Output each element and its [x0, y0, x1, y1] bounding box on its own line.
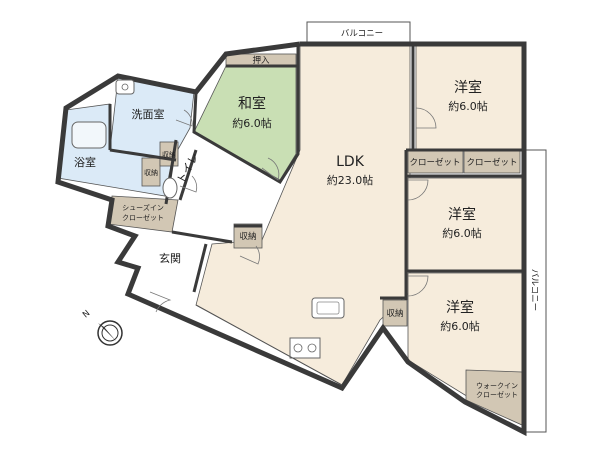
- senmen-name: 洗面室: [132, 107, 165, 121]
- closet2-label: クローゼット: [466, 157, 517, 168]
- youshitsu3-size: 約6.0帖: [440, 319, 480, 333]
- door-senmen: [175, 109, 193, 127]
- wall-genkan-right: [192, 243, 208, 293]
- yokushitsu-name: 浴室: [74, 155, 96, 169]
- shoes-closet-label-1: シューズイン: [122, 203, 164, 212]
- balcony-top-label: バルコニー: [341, 29, 383, 39]
- door-washitsu: [261, 157, 280, 181]
- door-toilet: [179, 175, 198, 193]
- door-youshitsu1: [415, 107, 437, 129]
- shuno-toilet-label: 収納: [162, 150, 176, 159]
- washitsu-name: 和室: [238, 95, 266, 112]
- ldk-name: LDK: [336, 154, 365, 170]
- oshiire-label: 押入: [252, 55, 270, 66]
- compass-label: N: [81, 309, 92, 321]
- sink-icon: [311, 297, 345, 319]
- shuno-right-area: [382, 299, 408, 327]
- burner-1-icon: [293, 343, 303, 353]
- youshitsu1-size: 約6.0帖: [448, 99, 488, 113]
- bathtub-icon: [71, 121, 107, 149]
- ldk-size: 約23.0帖: [327, 173, 374, 187]
- drain-icon: [121, 83, 129, 91]
- youshitsu1-name: 洋室: [454, 79, 482, 96]
- youshitsu2-area: [407, 177, 523, 271]
- door-youshitsu2: [407, 179, 429, 201]
- toilet-icon: [162, 177, 178, 199]
- closet1-label: クローゼット: [409, 157, 460, 168]
- balcony-right-label: バルコニー: [529, 269, 539, 311]
- compass-icon: [97, 320, 123, 346]
- walkin-label-1: ウォークイン: [476, 382, 518, 390]
- shuno-bath-area: [141, 157, 161, 187]
- youshitsu2-name: 洋室: [448, 206, 476, 223]
- washbasin-icon: [115, 79, 135, 95]
- shuno-ldk-area: [233, 223, 263, 249]
- stove-icon: [289, 337, 321, 359]
- wall-bath-bottom: [109, 148, 177, 162]
- youshitsu1-area: [415, 45, 523, 150]
- shuno-ldk-label: 収納: [239, 231, 256, 242]
- genkan-name: 玄関: [159, 251, 181, 265]
- toilet-name: トイレ: [174, 151, 201, 186]
- wall-hall: [178, 149, 198, 201]
- wall-genkan-top: [171, 230, 233, 244]
- washitsu-size: 約6.0帖: [232, 116, 272, 130]
- walkin-label-2: クローゼット: [476, 390, 518, 399]
- door-ldk: [239, 245, 260, 265]
- shoes-closet-label-2: クローゼット: [122, 213, 164, 222]
- burner-2-icon: [307, 343, 317, 353]
- shuno-right-label: 収納: [386, 308, 403, 319]
- outer-wall: [55, 41, 527, 437]
- door-entrance: [149, 291, 172, 313]
- wall-washitsu: [192, 64, 300, 185]
- youshitsu2-size: 約6.0帖: [442, 226, 482, 240]
- sink-basin-icon: [316, 301, 340, 315]
- shuno-bath-label: 収納: [144, 168, 158, 177]
- door-youshitsu3: [407, 275, 429, 297]
- counter-line: [195, 304, 343, 386]
- youshitsu3-name: 洋室: [446, 299, 474, 316]
